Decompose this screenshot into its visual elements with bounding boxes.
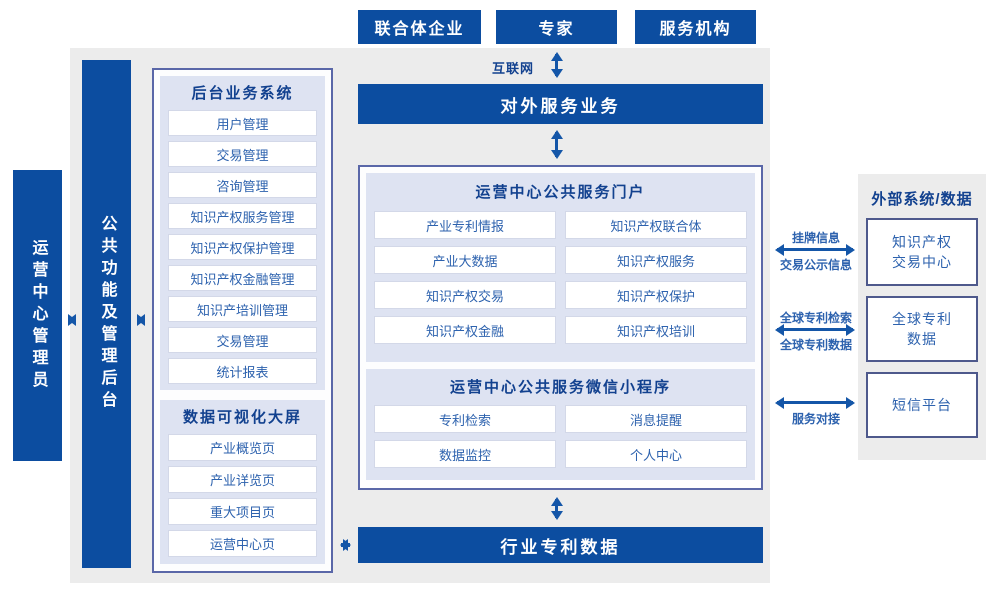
backend-vertical-bar-label: 公共功能及管理后台	[98, 215, 116, 413]
double-arrow-icon-admin-backend	[69, 318, 75, 322]
dashboard-panel: 数据可视化大屏 产业概览页 产业详览页 重大项目页 运营中心页	[160, 400, 325, 564]
external-box-line: 交易中心	[892, 254, 952, 270]
miniprogram-panel-title: 运营中心公共服务微信小程序	[449, 379, 671, 396]
link-label-global-patent-search: 全球专利检索	[779, 311, 852, 325]
actor-box-service-org: 服务机构	[635, 10, 756, 44]
actor-box-consortium: 联合体企业	[358, 10, 481, 44]
backend-panel-title: 后台业务系统	[191, 85, 294, 102]
backend-vertical-bar: 公共功能及管理后台	[82, 60, 131, 568]
backend-items-list: 用户管理 交易管理 咨询管理 知识产权服务管理 知识产权保护管理 知识产权金融管…	[160, 110, 325, 384]
external-service-bar: 对外服务业务	[358, 84, 763, 124]
portal-item: 知识产权服务	[565, 246, 747, 274]
actor-label: 联合体企业	[374, 21, 465, 38]
industry-data-bar-label: 行业专利数据	[500, 537, 621, 557]
double-arrow-icon-portal	[555, 132, 558, 157]
industry-data-bar: 行业专利数据	[358, 527, 763, 563]
backend-item: 用户管理	[168, 110, 317, 136]
external-panel-title: 外部系统/数据	[871, 191, 973, 208]
backend-item: 交易管理	[168, 141, 317, 167]
portal-items-grid: 产业专利情报 知识产权联合体 产业大数据 知识产权服务 知识产权交易 知识产权保…	[366, 211, 755, 344]
admin-vertical-bar: 运营中心管理员	[13, 170, 62, 461]
double-arrow-icon-backend-panel	[138, 318, 144, 322]
miniprogram-item: 个人中心	[565, 440, 747, 468]
dashboard-item: 运营中心页	[168, 530, 317, 557]
backend-item: 知识产权金融管理	[168, 265, 317, 291]
internet-label: 互联网	[492, 61, 535, 76]
external-service-bar-label: 对外服务业务	[500, 96, 621, 116]
portal-panel-title: 运营中心公共服务门户	[475, 184, 646, 201]
admin-vertical-bar-label: 运营中心管理员	[29, 238, 47, 393]
miniprogram-item: 专利检索	[374, 405, 556, 433]
backend-item: 知识产权服务管理	[168, 203, 317, 229]
external-box-line: 短信平台	[892, 396, 952, 413]
double-arrow-icon-industry	[555, 499, 558, 518]
backend-item: 知识产培训管理	[168, 296, 317, 322]
actor-label: 服务机构	[659, 21, 732, 38]
portal-panel: 运营中心公共服务门户 产业专利情报 知识产权联合体 产业大数据 知识产权服务 知…	[366, 173, 755, 362]
backend-panel: 后台业务系统 用户管理 交易管理 咨询管理 知识产权服务管理 知识产权保护管理 …	[160, 76, 325, 390]
dashboard-items-list: 产业概览页 产业详览页 重大项目页 运营中心页	[160, 434, 325, 557]
backend-item: 知识产权保护管理	[168, 234, 317, 260]
portal-item: 知识产权联合体	[565, 211, 747, 239]
link-label-global-patent-data: 全球专利数据	[779, 338, 852, 352]
dashboard-item: 产业概览页	[168, 434, 317, 461]
link-label-trade-publicity: 交易公示信息	[779, 258, 852, 272]
dashboard-item: 产业详览页	[168, 466, 317, 493]
backend-item: 交易管理	[168, 327, 317, 353]
portal-item: 知识产权金融	[374, 316, 556, 344]
double-arrow-icon-trading-center	[777, 248, 853, 251]
dashboard-panel-title: 数据可视化大屏	[182, 409, 302, 426]
external-box-sms-platform: 短信平台	[866, 372, 978, 438]
double-arrow-icon-panel-industry	[341, 543, 350, 547]
external-box-line: 数据	[907, 331, 937, 347]
miniprogram-item: 消息提醒	[565, 405, 747, 433]
external-box-trading-center: 知识产权 交易中心	[866, 218, 978, 286]
link-label-service-docking: 服务对接	[791, 412, 840, 426]
portal-item: 知识产权保护	[565, 281, 747, 309]
dashboard-item: 重大项目页	[168, 498, 317, 525]
backend-item: 咨询管理	[168, 172, 317, 198]
portal-item: 知识产权交易	[374, 281, 556, 309]
miniprogram-panel: 运营中心公共服务微信小程序 专利检索 消息提醒 数据监控 个人中心	[366, 369, 755, 480]
miniprogram-items-grid: 专利检索 消息提醒 数据监控 个人中心	[366, 405, 755, 468]
link-label-listing-info: 挂牌信息	[791, 231, 840, 245]
portal-item: 知识产权培训	[565, 316, 747, 344]
miniprogram-item: 数据监控	[374, 440, 556, 468]
actor-label: 专家	[538, 21, 575, 38]
backend-item: 统计报表	[168, 358, 317, 384]
portal-item: 产业专利情报	[374, 211, 556, 239]
double-arrow-icon-sms	[777, 401, 853, 404]
external-box-line: 知识产权	[892, 233, 952, 250]
external-box-global-patent: 全球专利 数据	[866, 296, 978, 362]
external-box-line: 全球专利	[892, 310, 952, 327]
portal-item: 产业大数据	[374, 246, 556, 274]
actor-box-expert: 专家	[496, 10, 617, 44]
double-arrow-icon-global-patent	[777, 328, 853, 331]
double-arrow-icon-internet	[555, 54, 558, 76]
